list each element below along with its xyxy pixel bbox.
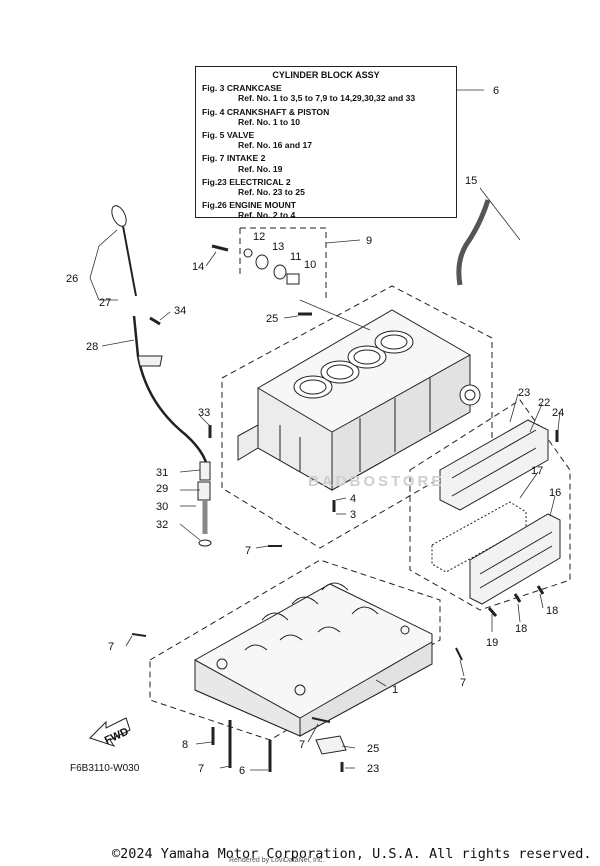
gasket-17	[431, 501, 527, 573]
legend-entry: Fig.23 ELECTRICAL 2 Ref. No. 23 to 25	[202, 177, 450, 197]
valve-parts	[243, 248, 300, 285]
cylinder-block	[237, 309, 481, 491]
callout: 6	[493, 85, 499, 97]
callout: 22	[538, 397, 550, 409]
callout: 34	[174, 305, 186, 317]
callout: 7	[245, 545, 251, 557]
cover-boundary	[409, 399, 571, 611]
callout: 4	[350, 493, 356, 505]
bracket-23	[315, 735, 347, 755]
callout-labels: 6 15 9 12 13 11 10 14 26 27 34 25 28 33 …	[66, 85, 564, 777]
callout: 15	[465, 175, 477, 187]
callout: 7	[460, 677, 466, 689]
callout: 18	[515, 623, 527, 635]
callout: 32	[156, 519, 168, 531]
legend-ref: Ref. No. 19	[238, 163, 283, 174]
callout: 25	[266, 313, 278, 325]
legend-ref: Ref. No. 1 to 3,5 to 7,9 to 14,29,30,32 …	[238, 93, 416, 104]
legend-entry: Fig. 7 INTAKE 2 Ref. No. 19	[202, 153, 450, 173]
dipstick-tube	[132, 315, 212, 547]
legend-entry: Fig. 5 VALVE Ref. No. 16 and 17	[202, 130, 450, 150]
callout: 27	[99, 297, 111, 309]
legend-fig: Fig.26 ENGINE MOUNT	[202, 200, 297, 211]
legend-entry: Fig. 4 CRANKSHAFT & PISTON Ref. No. 1 to…	[202, 107, 450, 127]
dipstick	[111, 205, 137, 297]
legend-fig: Fig. 3 CRANKCASE	[202, 83, 282, 94]
copyright-notice: ©2024 Yamaha Motor Corporation, U.S.A. A…	[112, 846, 592, 862]
callout: 18	[546, 605, 558, 617]
leader-lines	[89, 89, 561, 771]
callout: 7	[198, 763, 204, 775]
callout: 28	[86, 341, 98, 353]
callout: 8	[182, 739, 188, 751]
callout: 9	[366, 235, 372, 247]
callout: 31	[156, 467, 168, 479]
callout: 14	[192, 261, 204, 273]
legend-ref: Ref. No. 1 to 10	[238, 116, 301, 127]
legend-entry: Fig. 3 CRANKCASE Ref. No. 1 to 3,5 to 7,…	[202, 83, 450, 103]
diagram-code: F6B3110-W030	[70, 763, 140, 774]
callout: 6	[239, 765, 245, 777]
callout: 11	[290, 251, 301, 263]
legend-fig: Fig. 5 VALVE	[202, 130, 255, 141]
callout: 17	[531, 465, 543, 477]
callout: 23	[518, 387, 530, 399]
legend-ref: Ref. No. 23 to 25	[238, 187, 305, 198]
callout: 29	[156, 483, 168, 495]
callout: 25	[367, 743, 379, 755]
callout: 7	[108, 641, 114, 653]
callout: 12	[253, 231, 265, 243]
legend-title: CYLINDER BLOCK ASSY	[272, 70, 380, 80]
callout: 10	[304, 259, 316, 271]
callout: 7	[299, 739, 305, 751]
callout: 26	[66, 273, 78, 285]
breather-hose	[456, 199, 491, 286]
crankcase	[194, 582, 433, 737]
crankcase-boundary	[149, 559, 441, 741]
assembly-reference-table: CYLINDER BLOCK ASSY Fig. 3 CRANKCASE Ref…	[195, 66, 457, 220]
legend-ref: Ref. No. 16 and 17	[238, 140, 313, 151]
watermark: BADBOSTORE	[308, 473, 445, 490]
legend-fig: Fig. 7 INTAKE 2	[202, 153, 266, 164]
intake-cover	[439, 419, 549, 511]
callout: 3	[350, 509, 356, 521]
legend-fig: Fig. 4 CRANKSHAFT & PISTON	[202, 106, 330, 117]
side-cover-16	[469, 513, 561, 605]
callout: 19	[486, 637, 498, 649]
rendered-by-note: Rendered by LoviDataNel, Inc.	[229, 857, 325, 864]
fwd-arrow	[89, 717, 131, 747]
legend-entry: Fig.26 ENGINE MOUNT Ref. No. 2 to 4	[202, 200, 450, 220]
callout: 24	[552, 407, 564, 419]
callout: 33	[198, 407, 210, 419]
cylinder-block-boundary	[221, 285, 493, 549]
valve-group-boundary	[240, 227, 327, 300]
callout: 13	[272, 241, 284, 253]
callout: 23	[367, 763, 379, 775]
legend-fig: Fig.23 ELECTRICAL 2	[202, 176, 291, 187]
callout: 1	[392, 684, 398, 696]
callout: 30	[156, 501, 168, 513]
legend-ref: Ref. No. 2 to 4	[238, 210, 296, 221]
callout: 16	[549, 487, 561, 499]
